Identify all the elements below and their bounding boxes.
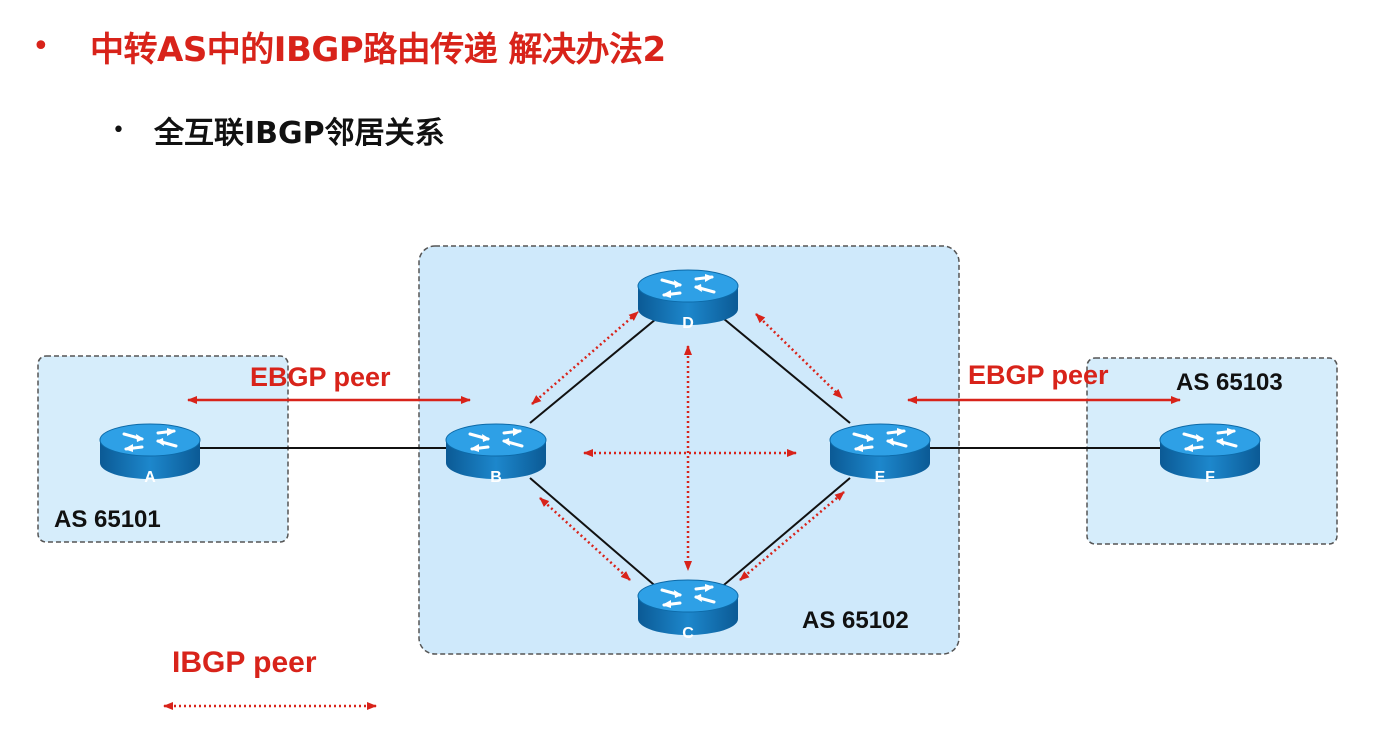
ibgp-arrow-b-d (531, 311, 639, 405)
router-a: A (98, 422, 202, 486)
router-b: B (444, 422, 548, 486)
ebgp-label-left: EBGP peer (250, 362, 391, 392)
title-text: 中转AS中的IBGP路由传递 解决办法2 (90, 30, 666, 70)
legend-ibgp-label: IBGP peer (172, 646, 317, 679)
slide-subtitle: • 全互联IBGP邻居关系 (112, 108, 445, 152)
ibgp-arrow-b-c (539, 497, 631, 581)
router-c: C (636, 578, 740, 642)
ebgp-label-right: EBGP peer (968, 360, 1109, 390)
router-c-label: C (682, 625, 694, 642)
subtitle-bullet: • (112, 117, 125, 143)
router-a-label: A (144, 469, 156, 486)
slide-title: • 中转AS中的IBGP路由传递 解决办法2 (32, 22, 666, 71)
subtitle-text: 全互联IBGP邻居关系 (154, 116, 445, 151)
title-bullet: • (32, 29, 50, 64)
router-b-label: B (490, 469, 502, 486)
as-65102-label: AS 65102 (802, 607, 909, 634)
as-65101-label: AS 65101 (54, 506, 161, 533)
router-d: D (636, 268, 740, 332)
ibgp-arrow-d-e (755, 313, 843, 399)
router-e-label: E (875, 469, 886, 486)
router-f-label: F (1205, 469, 1215, 486)
as-65103-label: AS 65103 (1176, 369, 1283, 396)
router-e: E (828, 422, 932, 486)
router-d-label: D (682, 315, 694, 332)
router-f: F (1158, 422, 1262, 486)
